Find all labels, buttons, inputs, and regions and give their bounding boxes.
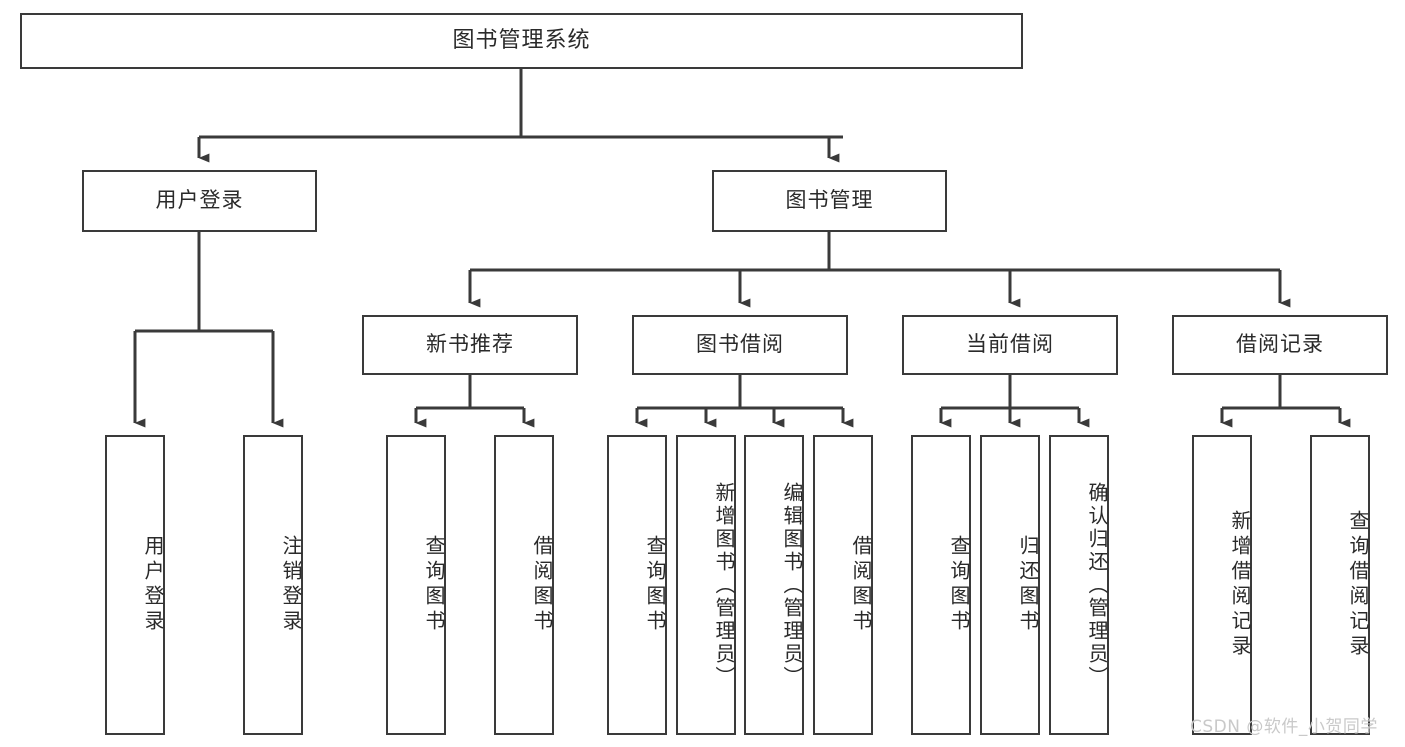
node-root-system[interactable]: 图书管理系统 [20, 13, 1023, 69]
leaf-current-borrow-query[interactable]: 查询图书 [911, 435, 971, 735]
leaf-book-borrow-edit[interactable]: 编辑图书（管理员） [744, 435, 804, 735]
node-book-borrow[interactable]: 图书借阅 [632, 315, 848, 375]
leaf-current-borrow-return[interactable]: 归还图书 [980, 435, 1040, 735]
leaf-borrow-record-add[interactable]: 新增借阅记录 [1192, 435, 1252, 735]
leaf-book-borrow-query[interactable]: 查询图书 [607, 435, 667, 735]
leaf-new-book-borrow[interactable]: 借阅图书 [494, 435, 554, 735]
node-book-management[interactable]: 图书管理 [712, 170, 947, 232]
csdn-watermark: CSDN @软件_小贺同学 [1190, 717, 1378, 737]
leaf-new-book-query[interactable]: 查询图书 [386, 435, 446, 735]
leaf-borrow-record-query[interactable]: 查询借阅记录 [1310, 435, 1370, 735]
node-new-book-recommend[interactable]: 新书推荐 [362, 315, 578, 375]
leaf-user-login-signout[interactable]: 注销登录 [243, 435, 303, 735]
leaf-user-login-signin[interactable]: 用户登录 [105, 435, 165, 735]
leaf-current-borrow-confirm-return[interactable]: 确认归还（管理员） [1049, 435, 1109, 735]
node-borrow-record[interactable]: 借阅记录 [1172, 315, 1388, 375]
leaf-book-borrow-add[interactable]: 新增图书（管理员） [676, 435, 736, 735]
node-user-login[interactable]: 用户登录 [82, 170, 317, 232]
node-current-borrow[interactable]: 当前借阅 [902, 315, 1118, 375]
leaf-book-borrow-borrow[interactable]: 借阅图书 [813, 435, 873, 735]
